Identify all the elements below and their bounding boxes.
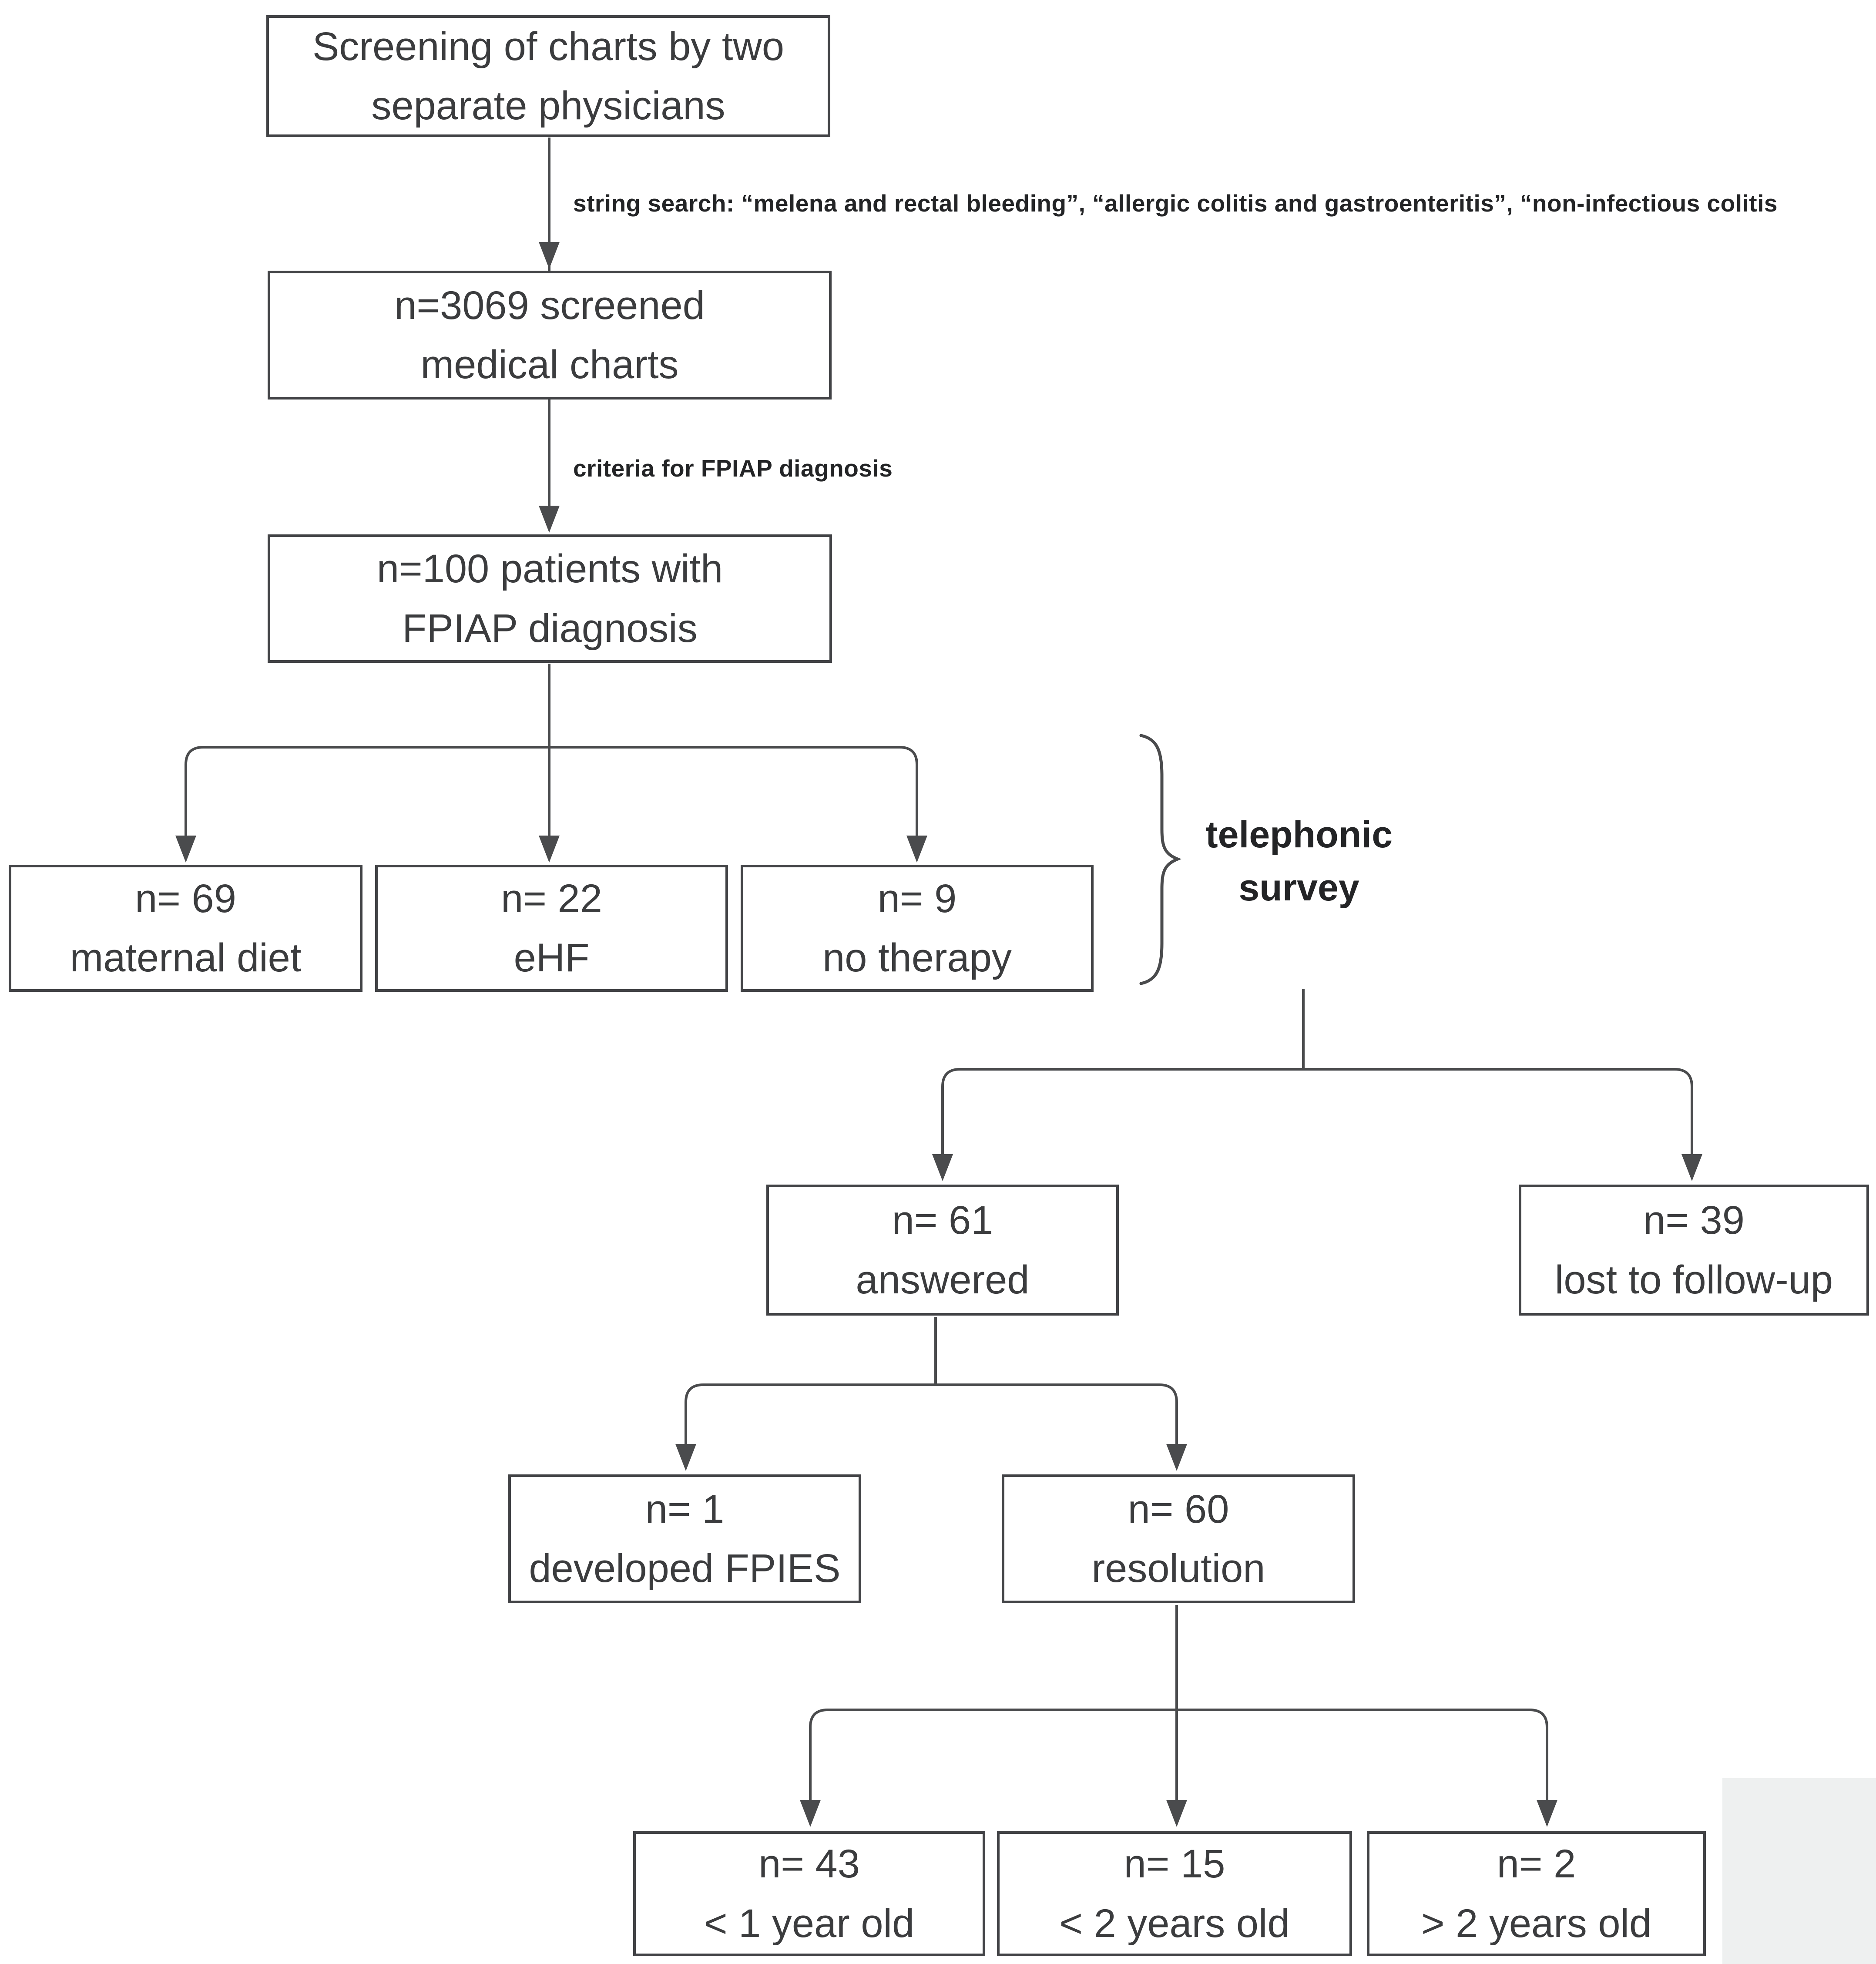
arrowhead-icon [539, 836, 560, 863]
node-text: eHF [513, 936, 590, 980]
node-text: n= 39 [1643, 1198, 1745, 1243]
arrowhead-icon [539, 242, 560, 269]
split-bar-age [809, 1709, 1548, 1800]
arrowhead-icon [906, 836, 927, 863]
arrowhead-icon [175, 836, 196, 863]
node-text: n= 1 [645, 1487, 725, 1531]
node-under-2-years: n= 15 < 2 years old [997, 1831, 1352, 1956]
arrowhead-icon [675, 1444, 696, 1471]
label-telephonic-survey-line2: survey [1238, 867, 1359, 909]
node-lost-to-follow-up: n= 39 lost to follow-up [1519, 1185, 1869, 1316]
arrowhead-icon [1166, 1444, 1187, 1471]
node-text: lost to follow-up [1554, 1257, 1833, 1302]
node-text: > 2 years old [1421, 1901, 1652, 1946]
node-no-therapy: n= 9 no therapy [741, 865, 1094, 992]
node-ehf: n= 22 eHF [375, 865, 728, 992]
node-maternal-diet: n= 69 maternal diet [9, 865, 362, 992]
node-text: FPIAP diagnosis [402, 606, 698, 651]
arrowhead-icon [932, 1154, 953, 1181]
node-under-1-year: n= 43 < 1 year old [633, 1831, 985, 1956]
label-telephonic-survey-line1: telephonic [1205, 813, 1393, 856]
node-text: n= 15 [1124, 1842, 1225, 1887]
node-text: Screening of charts by two [312, 24, 785, 69]
node-developed-fpies: n= 1 developed FPIES [508, 1474, 861, 1603]
node-text: no therapy [822, 936, 1012, 980]
arrowhead-icon [800, 1800, 821, 1827]
node-text: n= 22 [501, 876, 602, 921]
arrowhead-icon [1537, 1800, 1557, 1827]
node-text: maternal diet [70, 936, 302, 980]
node-screened-charts: n=3069 screened medical charts [268, 271, 832, 400]
node-text: n= 61 [892, 1198, 993, 1243]
node-text: < 2 years old [1059, 1901, 1290, 1946]
node-text: n= 2 [1497, 1842, 1576, 1887]
arrowheads [175, 242, 1702, 1827]
split-bar-survey [941, 1068, 1693, 1154]
node-answered: n= 61 answered [766, 1185, 1119, 1316]
node-text: n= 43 [758, 1842, 860, 1887]
node-text: n= 9 [877, 876, 957, 921]
node-text: resolution [1091, 1546, 1265, 1591]
split-bar-therapy [185, 746, 918, 836]
edge-label-criteria: criteria for FPIAP diagnosis [573, 455, 893, 482]
node-text: n= 69 [135, 876, 236, 921]
label-telephonic-survey: telephonic survey [1205, 808, 1393, 914]
node-text: separate physicians [371, 84, 725, 128]
node-over-2-years: n= 2 > 2 years old [1367, 1831, 1706, 1956]
split-bar-outcome [685, 1383, 1178, 1444]
arrowhead-icon [1166, 1800, 1187, 1827]
node-screening: Screening of charts by two separate phys… [266, 15, 830, 137]
edge-label-string-search: string search: “melena and rectal bleedi… [573, 190, 1778, 217]
brace-telephonic-survey [1139, 734, 1181, 985]
node-resolution: n= 60 resolution [1002, 1474, 1355, 1603]
arrowhead-icon [1681, 1154, 1702, 1181]
node-text: developed FPIES [529, 1546, 841, 1591]
node-fpiap-diagnosis: n=100 patients with FPIAP diagnosis [268, 534, 832, 663]
node-text: n=100 patients with [376, 547, 723, 591]
node-text: < 1 year old [704, 1901, 915, 1946]
node-text: answered [856, 1257, 1030, 1302]
node-text: medical charts [420, 342, 679, 387]
arrowhead-icon [539, 506, 560, 533]
node-text: n=3069 screened [394, 283, 705, 328]
corner-shade [1722, 1778, 1876, 1964]
node-text: n= 60 [1128, 1487, 1229, 1531]
